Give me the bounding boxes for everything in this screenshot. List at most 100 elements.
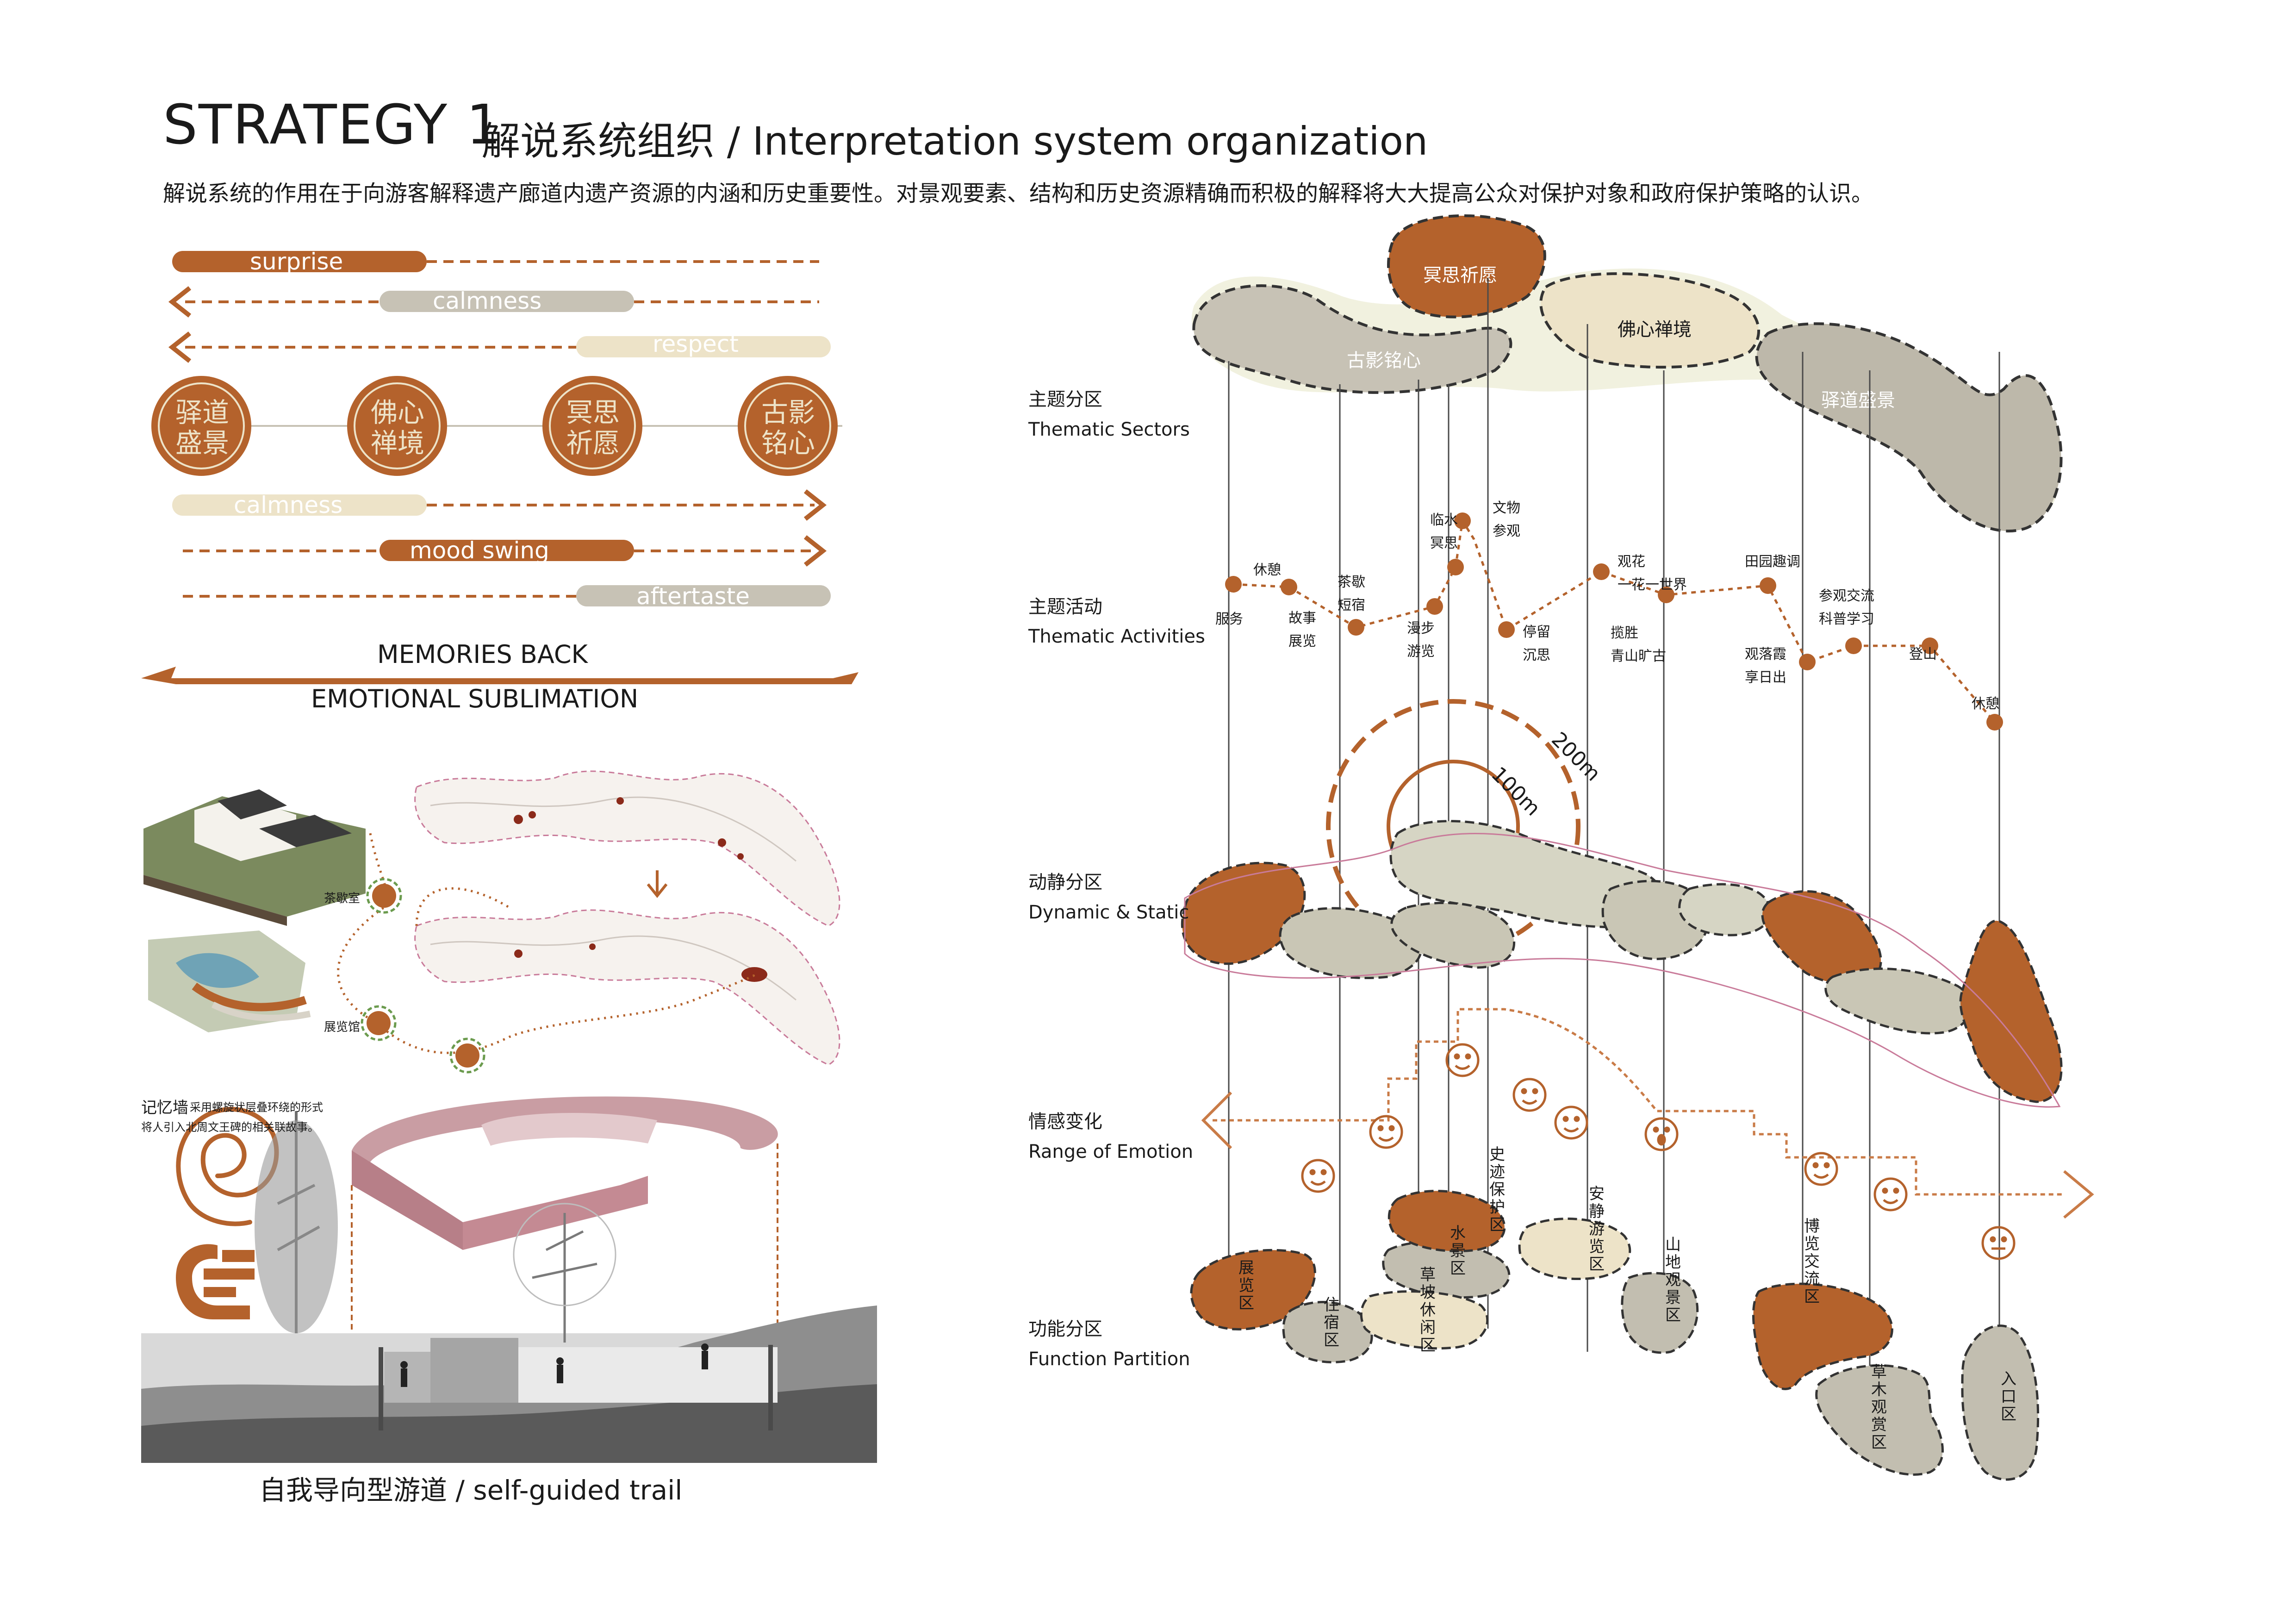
arrow-right-icon (2063, 1170, 2094, 1219)
seal-icon (151, 376, 251, 476)
seal-icon (738, 376, 838, 476)
sector-label: 佛心禅境 (1618, 319, 1692, 340)
maze-icon (176, 1244, 255, 1319)
bar-label-calmness-2: calmness (234, 492, 342, 518)
neutral-face-icon (1981, 1226, 2016, 1260)
activity-label: 服务 (1215, 611, 1243, 627)
row-label-en: Range of Emotion (1028, 1141, 1194, 1162)
zone-plant-view (1815, 1364, 1944, 1476)
activity-label: 观花 (1618, 554, 1645, 570)
activity-chain (1233, 517, 1996, 723)
zone-label: 安静游览区 (1589, 1185, 1605, 1274)
trail-label-tea: 茶歇室 (324, 892, 361, 906)
exhibition-hall-render (148, 931, 311, 1032)
zone-expo-exchange (1752, 1282, 1893, 1390)
zone-label: 草木观赏区 (1871, 1363, 1887, 1452)
static-zone-5 (1678, 883, 1772, 937)
activity-node-icon (1225, 512, 2003, 731)
zone-lawn-leisure (1360, 1290, 1489, 1350)
row-label-en: Thematic Sectors (1028, 419, 1190, 440)
surprise-bar (172, 251, 427, 272)
activity-label: 沉思 (1523, 647, 1550, 663)
trail-label-exhibition: 展览馆 (324, 1020, 361, 1034)
smiley-icon (1512, 1078, 1547, 1112)
dynamic-zone-3 (1959, 919, 2063, 1103)
activity-label: 青山旷古 (1611, 648, 1666, 664)
seal-text: 驿道盛景 (175, 397, 229, 459)
activity-label: 游览 (1407, 643, 1435, 660)
smiley-icon (1369, 1115, 1403, 1149)
dynamic-zone-1 (1181, 862, 1306, 965)
bar-label-aftertaste: aftertaste (636, 583, 750, 610)
row-label-zh: 动静分区 (1028, 872, 1102, 893)
seal-text: 佛心禅境 (370, 397, 424, 459)
activity-label: 科普学习 (1819, 611, 1874, 627)
sector-gujing (1192, 284, 1512, 394)
memory-wall-title: 记忆墙 (141, 1099, 188, 1117)
zone-label: 山地观景区 (1665, 1236, 1681, 1324)
memories-back-text: MEMORIES BACK (377, 640, 589, 669)
activity-label: 参观 (1493, 523, 1520, 539)
smiley-icon (1445, 1043, 1480, 1077)
bar-label-mood-swing: mood swing (410, 537, 549, 564)
aftertaste-bar (576, 585, 831, 606)
activity-label: 参观交流 (1819, 588, 1874, 604)
row-label-zh: 情感变化 (1028, 1111, 1102, 1132)
seal-icon (347, 376, 447, 476)
smiley-icon (1301, 1159, 1335, 1193)
respect-bar (576, 336, 831, 357)
sector-foxin (1539, 272, 1760, 369)
activity-label: 文物 (1493, 500, 1520, 516)
arrow-left-icon (1201, 1091, 1232, 1149)
memory-wall-desc2: 将人引入北周文王碑的相关联故事。 (141, 1121, 319, 1134)
zone-label: 展览区 (1238, 1259, 1254, 1312)
static-zone-6 (1824, 968, 1972, 1035)
sector-label: 冥思祈愿 (1423, 265, 1497, 286)
page-title: STRATEGY 1 (163, 93, 502, 156)
activity-label: 享日出 (1745, 669, 1786, 686)
activity-label: 临水 (1430, 512, 1458, 528)
smiley-icon (1873, 1177, 1908, 1212)
zone-label: 入口区 (2001, 1370, 2016, 1424)
trail-node-icon (449, 1037, 485, 1074)
surprised-face-icon (1644, 1117, 1679, 1151)
zone-exhibition (1190, 1249, 1316, 1330)
bar-label-surprise: surprise (250, 248, 343, 275)
sector-backdrop (1192, 269, 2058, 524)
activity-label: 故事 (1288, 610, 1316, 626)
activity-label: 展览 (1288, 633, 1316, 650)
activity-label: 漫步 (1407, 620, 1435, 637)
memory-wall-desc1: 采用螺旋状层叠环绕的形式 (190, 1101, 323, 1114)
intro-text: 解说系统的作用在于向游客解释遗产廊道内遗产资源的内涵和历史重要性。对景观要素、结… (163, 181, 1874, 206)
row-label-en: Function Partition (1028, 1349, 1190, 1370)
sector-label: 古影铭心 (1347, 350, 1421, 371)
arrow-left-icon (168, 286, 192, 318)
static-zone-1 (1279, 907, 1423, 980)
activity-label: 休憩 (1253, 562, 1281, 578)
static-zone-3 (1390, 901, 1515, 969)
activity-label: 停留 (1523, 624, 1550, 640)
memory-wall-render (351, 1096, 778, 1338)
seal-text: 冥思祈愿 (566, 397, 620, 459)
smiley-icon (1554, 1106, 1588, 1140)
smiley-icon (1804, 1152, 1838, 1186)
activity-label: 短宿 (1338, 597, 1365, 613)
arrow-left-icon (168, 331, 192, 363)
seal-text: 古影铭心 (761, 397, 815, 459)
page-subtitle: 解说系统组织 / Interpretation system organizat… (481, 119, 1428, 164)
row-label-zh: 功能分区 (1028, 1318, 1102, 1340)
activity-label: 揽胜 (1611, 625, 1638, 641)
exhibition-node-icon (361, 1005, 397, 1041)
arrow-down-icon (647, 870, 668, 898)
zone-label: 住宿区 (1324, 1296, 1339, 1349)
activity-label: 田园趣调 (1745, 554, 1800, 570)
seal-icon (542, 376, 642, 476)
calmness-bar (380, 291, 634, 312)
activity-label: 登山 (1909, 646, 1937, 662)
activity-label: 茶歇 (1338, 574, 1365, 590)
zone-label: 史迹保护区 (1489, 1145, 1505, 1234)
sector-yidao (1755, 322, 2063, 533)
arrow-right-icon (803, 489, 827, 521)
row-label-zh: 主题分区 (1028, 389, 1102, 410)
